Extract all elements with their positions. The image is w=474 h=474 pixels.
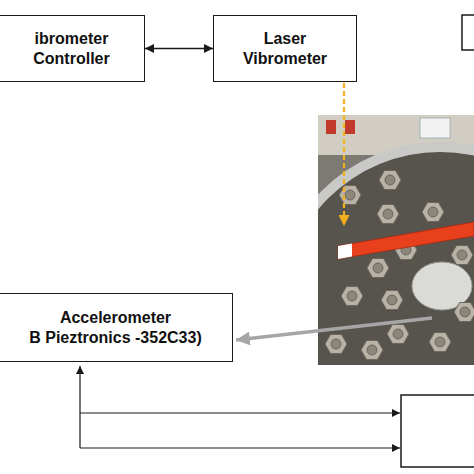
bolt-nut (339, 186, 361, 205)
laser-beam-arrow (343, 83, 345, 226)
process-box: AccelerometerB Pieztronics -352C33) (0, 293, 233, 362)
housing-button (345, 120, 355, 134)
reflective-sticker (338, 244, 352, 260)
bolt-nut (451, 246, 473, 265)
process-box: ibrometer Controller (0, 15, 145, 82)
process-box: Laser Vibrometer (213, 15, 357, 82)
pointer-arrow (236, 318, 432, 340)
plate-rim (318, 142, 474, 365)
connector-arrow (145, 48, 213, 49)
bolt-nut (341, 287, 363, 306)
signal-wire (79, 366, 80, 448)
bolt-nut (379, 171, 401, 190)
bolt-nut (381, 291, 403, 310)
housing-button (326, 120, 336, 134)
bolt-nut (325, 335, 347, 354)
bolt-nut (429, 333, 451, 352)
cropped-box (401, 395, 474, 467)
cantilever-beam (338, 222, 474, 259)
bolt-nut (387, 325, 409, 344)
signal-wire (80, 447, 400, 448)
cropped-box (462, 15, 474, 50)
bolt-nut (361, 341, 383, 360)
box-label: ibrometer Controller (22, 29, 122, 67)
bolt-nut (377, 205, 399, 224)
mounting-plate (318, 152, 474, 365)
box-label: Accelerometer (60, 308, 171, 327)
signal-wire (80, 412, 400, 413)
bolt-nut (422, 203, 444, 222)
box-label: B Pieztronics -352C33) (29, 328, 202, 347)
box-label: Laser Vibrometer (235, 29, 335, 67)
bolt-nut (367, 259, 389, 278)
bolt-nut (454, 303, 474, 322)
housing-label (420, 118, 450, 138)
